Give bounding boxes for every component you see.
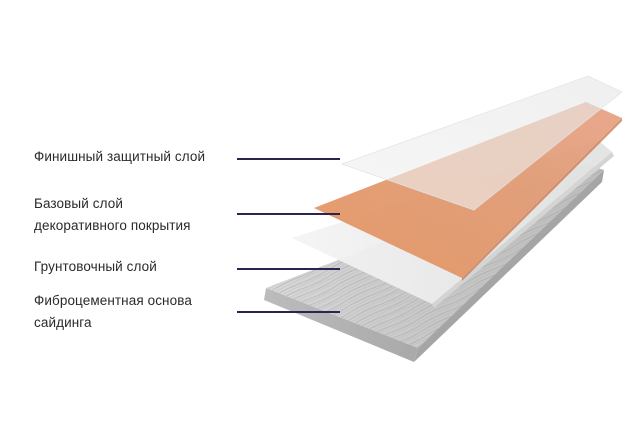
base-layer-label: Базовый слой декоративного покрытия xyxy=(34,193,191,237)
protective-finish-layer xyxy=(340,75,623,211)
primer-layer-label: Грунтовочный слой xyxy=(34,256,157,278)
primer-layer-leader xyxy=(237,268,340,270)
fiber-layer-leader xyxy=(237,311,340,313)
finish-layer-leader xyxy=(237,158,340,160)
fiber-layer-label-line-1: Фиброцементная основа xyxy=(34,293,192,308)
fiber-layer-label: Фиброцементная основа сайдинга xyxy=(34,290,192,334)
base-layer-label-line-1: Базовый слой xyxy=(34,196,123,211)
primer-layer-label-line-1: Грунтовочный слой xyxy=(34,259,157,274)
base-layer-label-line-2: декоративного покрытия xyxy=(34,218,191,233)
base-layer-leader xyxy=(237,213,340,215)
finish-layer-label: Финишный защитный слой xyxy=(34,146,205,168)
fiber-layer-label-line-2: сайдинга xyxy=(34,315,92,330)
finish-layer-label-line-1: Финишный защитный слой xyxy=(34,149,206,164)
